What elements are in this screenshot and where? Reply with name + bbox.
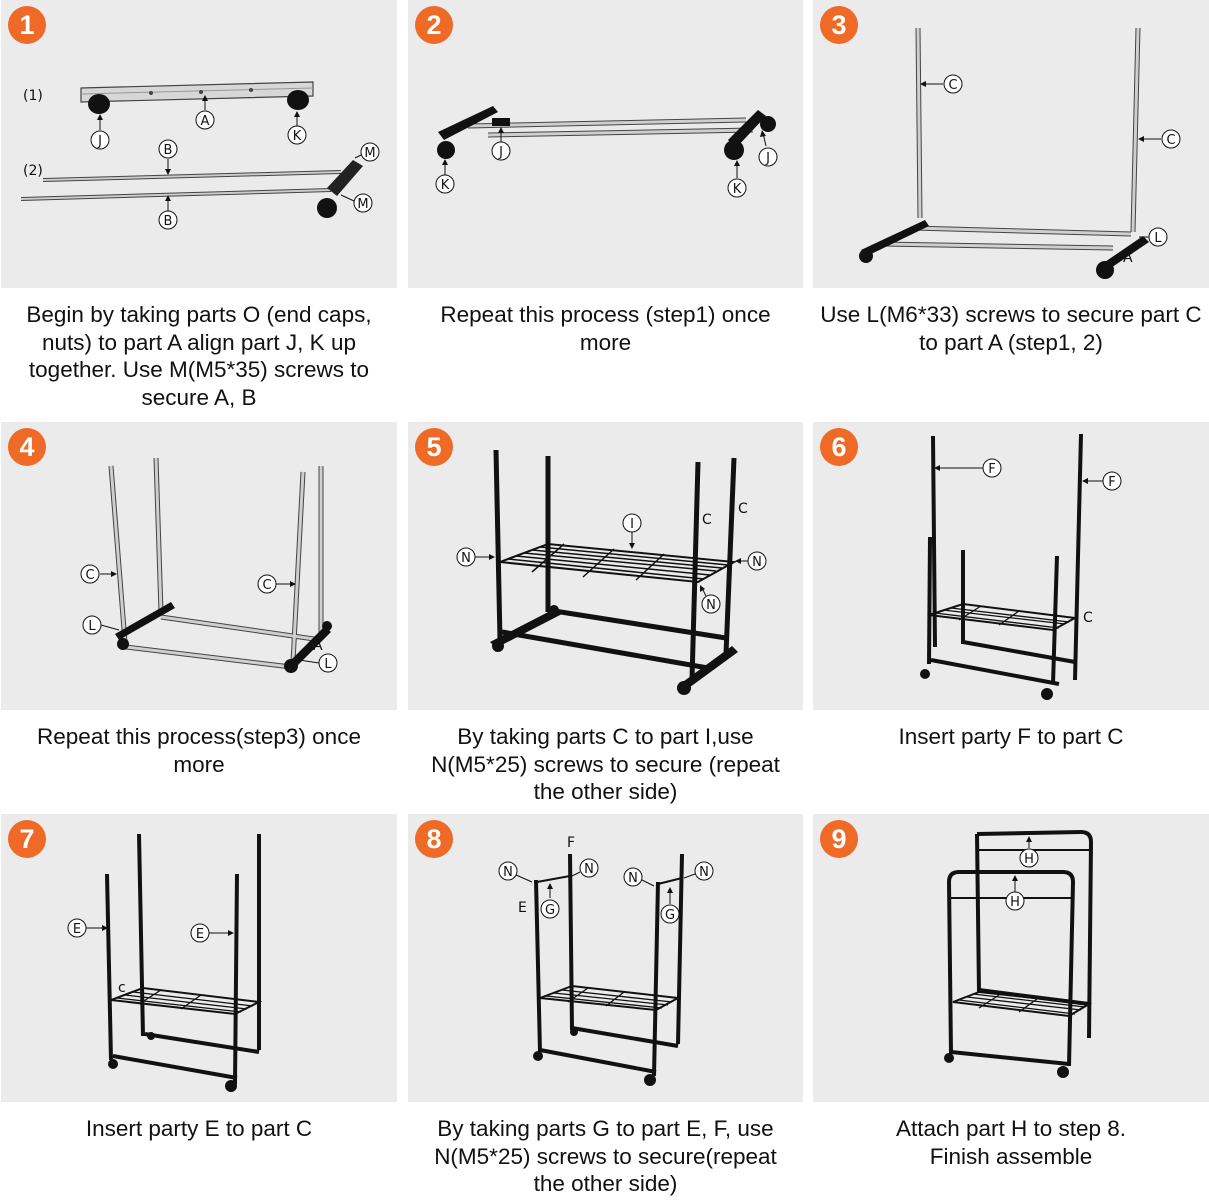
part-label-C: C [1166, 133, 1175, 148]
assembly-diagram: (1) J A K (2) B [20, 81, 380, 230]
sub-label: (2) [23, 163, 43, 179]
step-number-badge: 3 [820, 6, 858, 44]
assembly-diagram: C C L L A [80, 457, 338, 673]
part-label-M: M [364, 146, 375, 161]
step-number-badge: 6 [820, 428, 858, 466]
step-number-badge: 2 [415, 6, 453, 44]
part-label-N: N [752, 555, 762, 570]
part-label-N: N [584, 862, 594, 877]
step-3: C C L A 3 Use L(M6*33) screws to secure … [813, 0, 1209, 410]
step-2: J J K K 2 Repeat this process (step1) on… [408, 0, 803, 410]
assembly-diagram: J J K K [435, 106, 778, 198]
part-label-B: B [164, 143, 173, 158]
assembly-diagram: E E c [67, 833, 263, 1092]
part-label-A: A [201, 114, 210, 129]
part-label-C: C [948, 78, 957, 93]
step-caption: Repeat this process (step1) once more [440, 302, 771, 355]
part-label-K: K [733, 182, 742, 197]
part-label-B: B [164, 214, 173, 229]
part-label-C: C [262, 578, 271, 593]
step-caption: Insert party F to part C [898, 724, 1124, 749]
assembly-diagram: H H [944, 829, 1094, 1078]
step-9: H H 9 Attach part H to step 8. Finish as… [813, 814, 1209, 1200]
part-label-N: N [503, 865, 513, 880]
part-label-I: I [630, 517, 634, 532]
step-illustration: F F C 6 [813, 422, 1209, 710]
step-caption: Insert party E to part C [85, 1116, 313, 1141]
part-label-M: M [357, 197, 368, 212]
plain-label: A [1123, 250, 1133, 266]
step-caption: Use L(M6*33) screws to secure part C to … [820, 302, 1202, 355]
step-illustration: H H 9 [813, 814, 1209, 1102]
part-label-J: J [765, 151, 770, 166]
part-label-F: F [988, 462, 995, 477]
part-label-C: C [85, 568, 94, 583]
assembly-diagram: N N N N G G F E [498, 835, 714, 1086]
step-illustration: I N N N C C 5 [408, 422, 803, 710]
assembly-diagram: F F C [920, 433, 1122, 700]
step-number-badge: 7 [8, 820, 46, 858]
part-label-G: G [665, 908, 675, 923]
step-4: C C L L A 4 Repeat this process(step3) o… [1, 422, 397, 812]
step-caption: Begin by taking parts O (end caps, nuts)… [26, 302, 372, 410]
step-illustration: E E c 7 [1, 814, 397, 1102]
part-label-L: L [324, 657, 332, 672]
step-number-badge: 1 [8, 6, 46, 44]
step-number-badge: 5 [415, 428, 453, 466]
step-1: (1) J A K (2) B [1, 0, 397, 410]
part-label-E: E [196, 927, 204, 942]
part-label-J: J [498, 145, 503, 160]
step-illustration: (1) J A K (2) B [1, 0, 397, 288]
step-5: I N N N C C 5 By taking parts C to part … [408, 422, 803, 812]
step-illustration: C C L A 3 [813, 0, 1209, 288]
plain-label: C [738, 501, 748, 517]
part-label-N: N [706, 598, 716, 613]
part-label-L: L [88, 619, 96, 634]
part-label-E: E [73, 922, 81, 937]
step-caption: By taking parts C to part I,use N(M5*25)… [431, 724, 780, 804]
part-label-K: K [441, 178, 450, 193]
step-caption: By taking parts G to part E, F, use N(M5… [434, 1116, 777, 1196]
plain-label: C [702, 512, 712, 528]
part-label-N: N [628, 871, 638, 886]
plain-label: C [1083, 610, 1093, 626]
step-illustration: C C L L A 4 [1, 422, 397, 710]
plain-label: F [567, 835, 575, 851]
step-caption: Attach part H to step 8. Finish assemble [895, 1116, 1127, 1169]
part-label-G: G [545, 903, 555, 918]
plain-label: E [518, 900, 527, 916]
part-label-L: L [1154, 231, 1162, 246]
part-label-N: N [699, 865, 709, 880]
step-7: E E c 7 Insert party E to part C [1, 814, 397, 1200]
step-6: F F C 6 Insert party F to part C [813, 422, 1209, 812]
part-label-K: K [293, 129, 302, 144]
part-label-H: H [1024, 852, 1034, 867]
part-label-H: H [1010, 895, 1020, 910]
plain-label: c [118, 980, 126, 996]
part-label-F: F [1108, 475, 1115, 490]
step-caption: Repeat this process(step3) once more [37, 724, 361, 777]
plain-label: A [313, 638, 323, 654]
step-number-badge: 8 [415, 820, 453, 858]
assembly-diagram: I N N N C C [456, 449, 767, 695]
step-illustration: N N N N G G F E 8 [408, 814, 803, 1102]
step-number-badge: 9 [820, 820, 858, 858]
part-label-N: N [461, 551, 471, 566]
step-8: N N N N G G F E 8 By taking parts G to p… [408, 814, 803, 1200]
step-illustration: J J K K 2 [408, 0, 803, 288]
assembly-diagram: C C L A [859, 27, 1181, 279]
sub-label: (1) [23, 88, 43, 104]
step-number-badge: 4 [8, 428, 46, 466]
part-label-J: J [97, 134, 102, 149]
